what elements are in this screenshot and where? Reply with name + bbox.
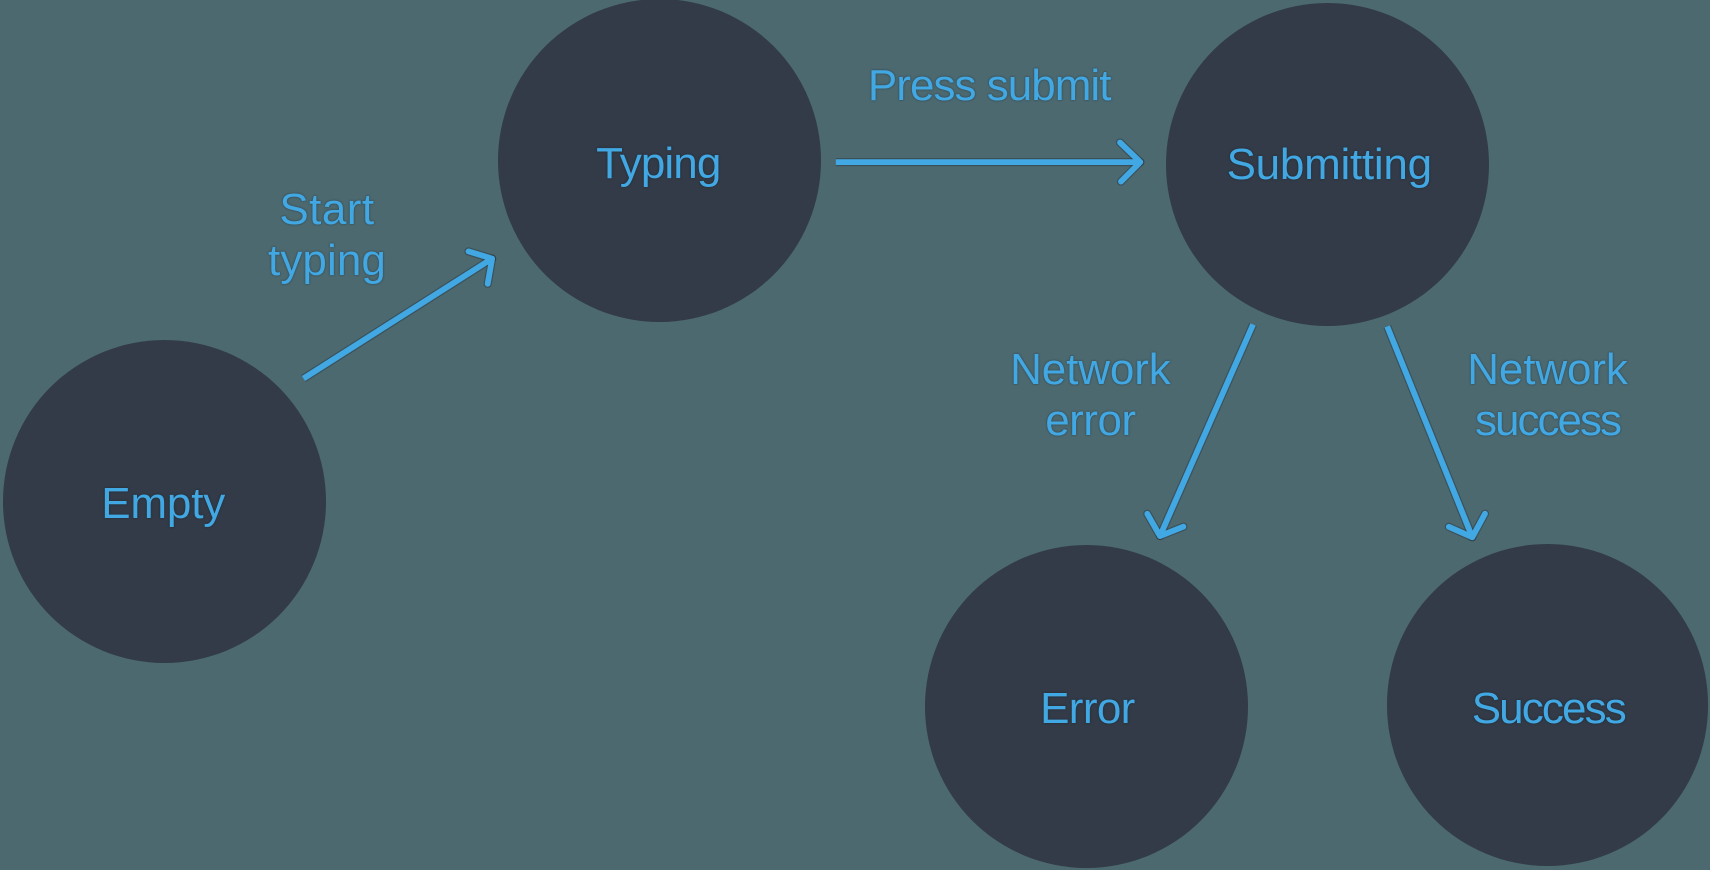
transition-label-network-error-line-1: Network	[1010, 344, 1171, 394]
state-label-submitting: Submitting	[1227, 139, 1432, 191]
arrow-barb2-ink-start-typing	[484, 255, 496, 287]
state-label-empty: Empty	[101, 478, 225, 530]
transition-label-start-typing-line-2: typing	[268, 236, 386, 286]
transition-label-press-submit: Press submit	[867, 60, 1112, 112]
arrow-barb2-ink-network-success	[1469, 510, 1488, 541]
state-node-submitting	[1166, 2, 1489, 326]
state-node-typing	[498, 0, 821, 322]
transition-label-network-success-line-2: success	[1474, 396, 1622, 446]
transition-arrow-start-typing	[301, 247, 497, 382]
transition-label-network-error-line-2: error	[1045, 396, 1136, 446]
state-label-empty-line-1: Empty	[101, 479, 226, 529]
transition-label-network-success-line-1: Network	[1467, 344, 1628, 394]
arrow-barb1-ink-press-submit	[1117, 139, 1144, 166]
state-label-typing-line-1: Typing	[596, 139, 721, 189]
transition-arrow-network-error	[1143, 322, 1257, 541]
arrow-barb1-ink-network-error	[1144, 510, 1163, 539]
arrow-barb1-ink-network-success	[1445, 523, 1476, 541]
transition-label-start-typing-line-1: Start	[279, 184, 375, 234]
arrow-barb1-ink-start-typing	[465, 248, 496, 262]
arrow-shaft-ink-network-error	[1157, 323, 1256, 538]
state-node-error	[924, 545, 1248, 869]
state-label-success: Success	[1471, 683, 1627, 735]
state-node-success	[1386, 544, 1709, 867]
transition-arrow-press-submit	[835, 138, 1145, 186]
state-node-empty	[3, 339, 327, 663]
state-label-error: Error	[1040, 683, 1135, 735]
transition-label-press-submit-line-1: Press submit	[867, 60, 1112, 110]
state-label-submitting-line-1: Submitting	[1226, 140, 1432, 190]
arrow-shaft-ink-start-typing	[301, 256, 494, 381]
state-label-typing: Typing	[596, 138, 721, 190]
state-label-error-line-1: Error	[1040, 684, 1135, 734]
transition-arrow-network-success	[1383, 324, 1490, 542]
arrow-shaft-ink-network-success	[1384, 325, 1475, 539]
arrow-barb2-ink-press-submit	[1118, 159, 1144, 185]
arrow-barb2-ink-network-error	[1157, 523, 1187, 539]
state-label-success-line-1: Success	[1471, 684, 1627, 734]
